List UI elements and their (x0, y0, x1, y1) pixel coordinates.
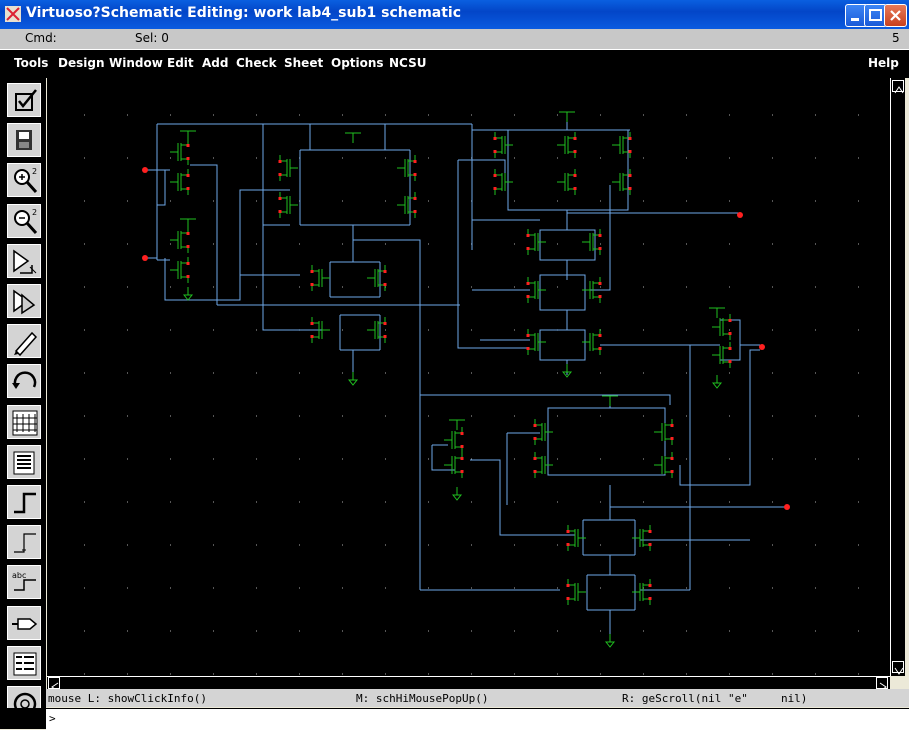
menu-tools[interactable]: Tools (14, 56, 49, 70)
undo-icon (12, 371, 37, 390)
tool-stretch-button[interactable] (7, 243, 41, 278)
zoom-out-icon: 2 (14, 208, 38, 234)
tool-undo-button[interactable] (7, 364, 41, 399)
edit-pencil-icon (14, 332, 38, 357)
selection-count: Sel: 0 (135, 31, 169, 45)
menu-sheet[interactable]: Sheet (284, 56, 324, 70)
check-save-icon (15, 89, 37, 111)
grid-dots (84, 114, 859, 675)
tool-wire-button[interactable] (7, 485, 41, 519)
zoom-in-icon: 2 (14, 167, 38, 194)
minimize-icon (851, 18, 859, 21)
maximize-icon (869, 9, 882, 21)
pin-icon (12, 617, 38, 630)
io-pin[interactable] (142, 255, 148, 261)
io-pin[interactable] (737, 212, 743, 218)
command-line[interactable]: > (46, 708, 909, 730)
save-icon (16, 130, 32, 151)
menu-options[interactable]: Options (331, 56, 384, 70)
menu-add[interactable]: Add (202, 56, 229, 70)
close-icon (890, 10, 901, 21)
svg-text:2: 2 (32, 167, 37, 176)
scroll-right-arrow[interactable] (876, 677, 888, 692)
mouse-middle-binding: M: schHiMousePopUp() (356, 692, 489, 705)
schematic-drawing (84, 111, 859, 675)
status-bar: Cmd: Sel: 0 5 (0, 29, 909, 49)
wire-name-icon: abc (12, 571, 36, 592)
svg-text:2: 2 (32, 208, 37, 217)
close-button[interactable] (884, 4, 907, 27)
menu-design[interactable]: Design (58, 56, 105, 70)
arrow-up-icon (894, 86, 904, 94)
tool-palette: 2 2 abc (0, 78, 46, 720)
window-title: Virtuoso?Schematic Editing: work lab4_su… (26, 5, 462, 21)
menu-window[interactable]: Window (109, 56, 163, 70)
tool-copy-button[interactable] (7, 284, 41, 318)
menu-bar: Tools Design Window Edit Add Check Sheet… (0, 49, 909, 78)
tool-zoom-in-button[interactable]: 2 (7, 163, 41, 198)
window-number: 5 (892, 31, 900, 45)
tool-pin-button[interactable] (7, 605, 41, 640)
menu-check[interactable]: Check (236, 56, 277, 70)
tool-check-save-button[interactable] (7, 83, 41, 117)
tool-add-instance-button[interactable] (7, 404, 41, 439)
cmd-label: Cmd: (25, 31, 57, 45)
property-icon (13, 451, 35, 475)
maximize-button[interactable] (864, 4, 887, 27)
wire-narrow-icon (14, 533, 36, 553)
corner-block (0, 708, 46, 729)
scroll-left-arrow[interactable] (48, 677, 60, 692)
stretch-icon (13, 249, 37, 274)
add-instance-icon (12, 410, 38, 436)
menu-edit[interactable]: Edit (167, 56, 194, 70)
net-wires (145, 118, 787, 640)
label-icon (13, 652, 37, 676)
menu-help[interactable]: Help (868, 56, 899, 70)
tool-wire-name-button[interactable]: abc (7, 565, 41, 600)
io-pin[interactable] (784, 504, 790, 510)
tool-label-button[interactable] (7, 645, 41, 680)
scroll-up-arrow[interactable] (892, 80, 904, 94)
mouse-left-binding: mouse L: showClickInfo() (48, 692, 207, 705)
vertical-scrollbar[interactable] (890, 78, 905, 676)
tool-edit-pencil-button[interactable] (7, 324, 41, 359)
copy-icon (13, 289, 36, 315)
io-pin[interactable] (142, 167, 148, 173)
mouse-bindings-bar: mouse L: showClickInfo() M: schHiMousePo… (46, 689, 909, 707)
menu-ncsu[interactable]: NCSU (389, 56, 427, 70)
mouse-right-binding: R: geScroll(nil "e" nil) (622, 692, 808, 705)
schematic-canvas[interactable] (47, 78, 890, 676)
tool-zoom-out-button[interactable]: 2 (7, 203, 41, 238)
scroll-down-arrow[interactable] (892, 661, 904, 675)
wire-icon (14, 492, 36, 514)
io-pin[interactable] (759, 344, 765, 350)
arrow-down-icon (894, 667, 904, 675)
transistor-symbols (170, 132, 731, 605)
virtuoso-app-icon (5, 6, 21, 22)
command-prompt: > (49, 712, 56, 725)
supply-symbols (180, 111, 725, 648)
title-bar: Virtuoso?Schematic Editing: work lab4_su… (0, 0, 909, 29)
svg-text:abc: abc (12, 571, 26, 580)
horizontal-scrollbar[interactable] (47, 676, 890, 692)
tool-property-button[interactable] (7, 444, 41, 479)
tool-save-button[interactable] (7, 123, 41, 158)
device-terminals (186, 137, 732, 600)
tool-wire-narrow-button[interactable] (7, 525, 41, 560)
